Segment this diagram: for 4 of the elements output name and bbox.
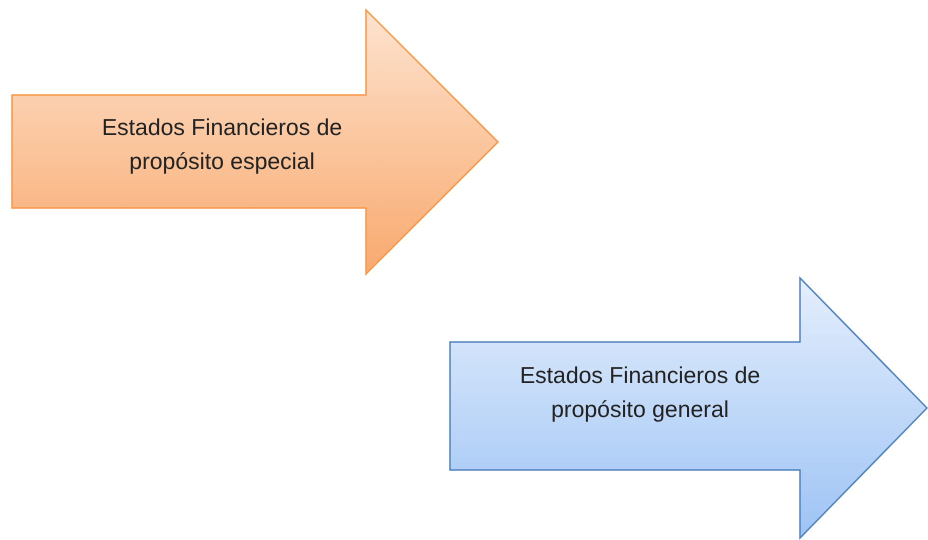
arrow-shape bbox=[12, 10, 498, 274]
arrow-shape bbox=[450, 278, 927, 538]
arrow-label: Estados Financieros de propósito general bbox=[518, 361, 762, 424]
arrow-label: Estados Financieros de propósito especial bbox=[100, 113, 344, 176]
